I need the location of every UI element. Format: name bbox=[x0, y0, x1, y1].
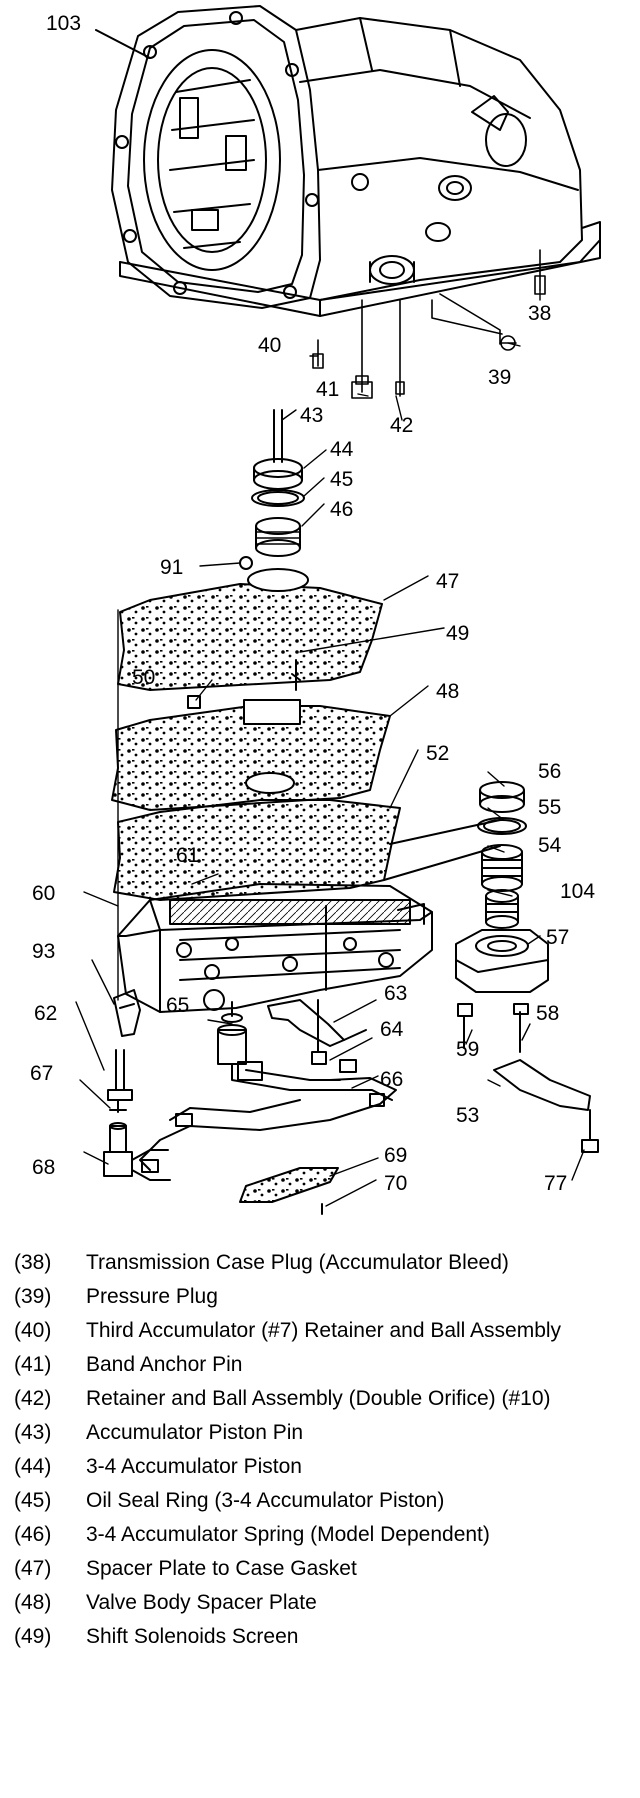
accumulator-stack bbox=[239, 409, 305, 570]
callout-62: 62 bbox=[34, 1002, 57, 1025]
legend-description: 3-4 Accumulator Spring (Model Dependent) bbox=[86, 1523, 490, 1546]
legend-number: (48) bbox=[14, 1591, 52, 1614]
leader-103 bbox=[95, 29, 151, 59]
callout-104: 104 bbox=[560, 880, 595, 903]
callout-54: 54 bbox=[538, 834, 562, 857]
callout-70: 70 bbox=[384, 1172, 407, 1195]
legend-description: Shift Solenoids Screen bbox=[86, 1625, 299, 1648]
legend-item: (42) Retainer and Ball Assembly (Double O… bbox=[14, 1386, 626, 1411]
callout-69: 69 bbox=[384, 1144, 407, 1167]
callout-61: 61 bbox=[176, 844, 199, 867]
callout-43: 43 bbox=[300, 404, 323, 427]
callout-45: 45 bbox=[330, 468, 353, 491]
callout-49: 49 bbox=[446, 622, 469, 645]
callout-48: 48 bbox=[436, 680, 459, 703]
legend-description: Accumulator Piston Pin bbox=[86, 1421, 304, 1444]
callout-67: 67 bbox=[30, 1062, 53, 1085]
bolts bbox=[107, 999, 529, 1101]
callout-50: 50 bbox=[132, 666, 155, 689]
callout-39: 39 bbox=[488, 366, 511, 389]
legend-number: (46) bbox=[14, 1523, 52, 1546]
legend-number: (47) bbox=[14, 1557, 52, 1580]
case-plugs bbox=[312, 249, 546, 399]
legend-number: (38) bbox=[14, 1251, 52, 1274]
legend-description: Oil Seal Ring (3-4 Accumulator Piston) bbox=[86, 1489, 445, 1512]
legend-number: (49) bbox=[14, 1625, 52, 1648]
legend-item: (49) Shift Solenoids Screen bbox=[14, 1624, 626, 1649]
callout-93: 93 bbox=[32, 940, 55, 963]
callout-56: 56 bbox=[538, 760, 561, 783]
accumulator-right bbox=[455, 781, 549, 993]
callout-42: 42 bbox=[390, 414, 413, 437]
leader-lines bbox=[75, 289, 585, 1207]
callout-47: 47 bbox=[436, 570, 459, 593]
legend-number: (40) bbox=[14, 1319, 52, 1342]
legend-item: (44) 3-4 Accumulator Piston bbox=[14, 1454, 626, 1479]
callout-46: 46 bbox=[330, 498, 353, 521]
legend-item: (46) 3-4 Accumulator Spring (Model Depend… bbox=[14, 1522, 626, 1547]
callout-57: 57 bbox=[546, 926, 569, 949]
callout-labels: 103 38 39 40 41 42 43 44 45 46 91 47 49 … bbox=[30, 12, 595, 1195]
callout-40: 40 bbox=[258, 334, 281, 357]
callout-44: 44 bbox=[330, 438, 354, 461]
legend-item: (45) Oil Seal Ring (3-4 Accumulator Pisto… bbox=[14, 1488, 626, 1513]
valve-body bbox=[117, 883, 433, 1013]
callout-91: 91 bbox=[160, 556, 183, 579]
legend-item: (39) Pressure Plug bbox=[14, 1284, 626, 1309]
legend-description: 3-4 Accumulator Piston bbox=[86, 1455, 302, 1478]
legend-item: (38) Transmission Case Plug (Accumulator … bbox=[14, 1250, 626, 1275]
legend-item: (48) Valve Body Spacer Plate bbox=[14, 1590, 626, 1615]
legend-description: Transmission Case Plug (Accumulator Blee… bbox=[86, 1251, 509, 1274]
shift-bracket bbox=[493, 1059, 599, 1153]
bracket bbox=[113, 989, 141, 1037]
callout-68: 68 bbox=[32, 1156, 55, 1179]
detent-spring bbox=[267, 999, 367, 1047]
legend-number: (41) bbox=[14, 1353, 52, 1376]
spacer-plate-gasket bbox=[117, 568, 383, 691]
callout-66: 66 bbox=[380, 1068, 403, 1091]
callout-52: 52 bbox=[426, 742, 449, 765]
legend-number: (42) bbox=[14, 1387, 52, 1410]
legend-description: Valve Body Spacer Plate bbox=[86, 1591, 317, 1614]
valve-body-gasket bbox=[113, 799, 501, 901]
callout-55: 55 bbox=[538, 796, 561, 819]
legend-description: Band Anchor Pin bbox=[86, 1353, 243, 1376]
callout-63: 63 bbox=[384, 982, 407, 1005]
callout-41: 41 bbox=[316, 378, 339, 401]
wiring-harness bbox=[103, 1001, 397, 1215]
legend-number: (43) bbox=[14, 1421, 52, 1444]
parts-legend: (38) Transmission Case Plug (Accumulator … bbox=[14, 1250, 626, 1658]
legend-item: (40) Third Accumulator (#7) Retainer and … bbox=[14, 1318, 626, 1343]
legend-description: Spacer Plate to Case Gasket bbox=[86, 1557, 357, 1580]
callout-58: 58 bbox=[536, 1002, 559, 1025]
callout-53: 53 bbox=[456, 1104, 479, 1127]
legend-item: (41) Band Anchor Pin bbox=[14, 1352, 626, 1377]
callout-59: 59 bbox=[456, 1038, 479, 1061]
legend-item: (43) Accumulator Piston Pin bbox=[14, 1420, 626, 1445]
legend-description: Retainer and Ball Assembly (Double Orifi… bbox=[86, 1387, 551, 1410]
callout-64: 64 bbox=[380, 1018, 404, 1041]
valve-body-spacer-plate bbox=[111, 659, 391, 811]
transmission-case bbox=[111, 5, 601, 317]
legend-number: (45) bbox=[14, 1489, 52, 1512]
legend-description: Pressure Plug bbox=[86, 1285, 218, 1308]
legend-item: (47) Spacer Plate to Case Gasket bbox=[14, 1556, 626, 1581]
callout-77: 77 bbox=[544, 1172, 567, 1195]
legend-number: (39) bbox=[14, 1285, 52, 1308]
callout-60: 60 bbox=[32, 882, 55, 905]
exploded-view-diagram: 103 38 39 40 41 42 43 44 45 46 91 47 49 … bbox=[30, 5, 601, 1215]
callout-65: 65 bbox=[166, 994, 189, 1017]
legend-description: Third Accumulator (#7) Retainer and Ball… bbox=[86, 1319, 562, 1342]
callout-38: 38 bbox=[528, 302, 551, 325]
callout-103: 103 bbox=[46, 12, 81, 35]
legend-number: (44) bbox=[14, 1455, 52, 1478]
